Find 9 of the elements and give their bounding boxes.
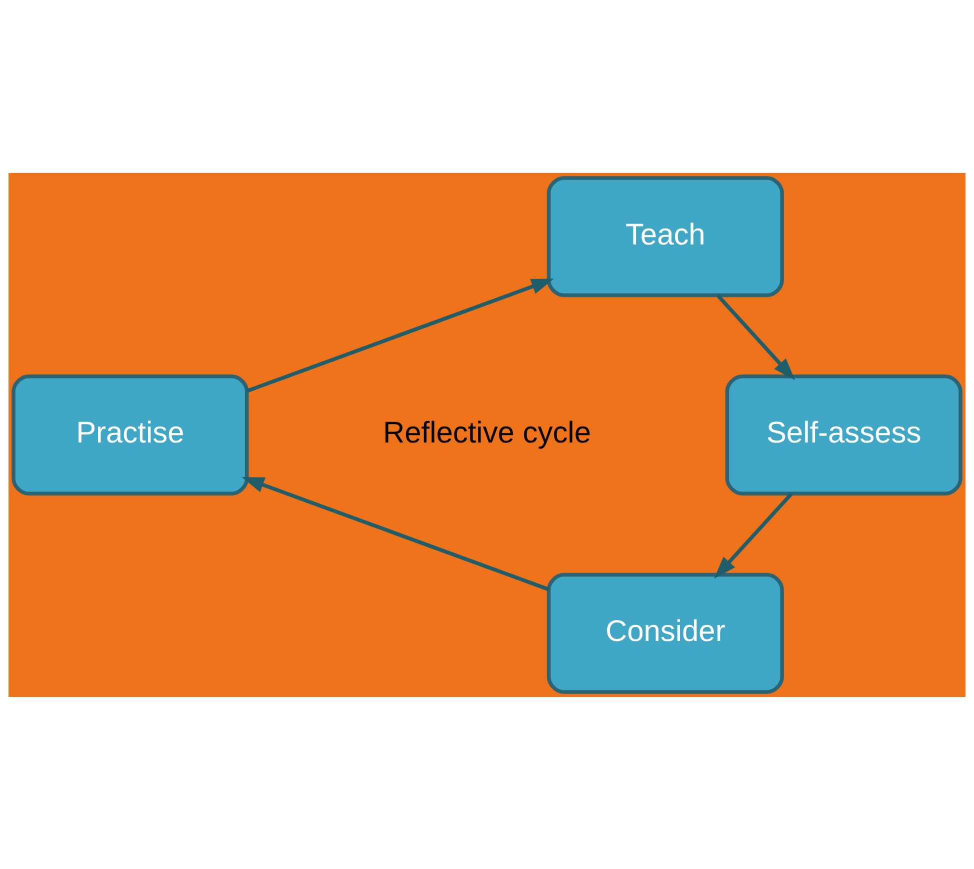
arrow — [242, 476, 550, 591]
node-box: Teach — [546, 176, 784, 297]
arrow — [714, 492, 793, 578]
arrow — [716, 294, 796, 380]
label: Reflective cycle — [383, 416, 591, 450]
node-box: Practise — [12, 374, 249, 496]
node-box: Consider — [546, 572, 784, 694]
node-box: Self-assess — [725, 374, 962, 496]
arrow — [246, 278, 554, 392]
